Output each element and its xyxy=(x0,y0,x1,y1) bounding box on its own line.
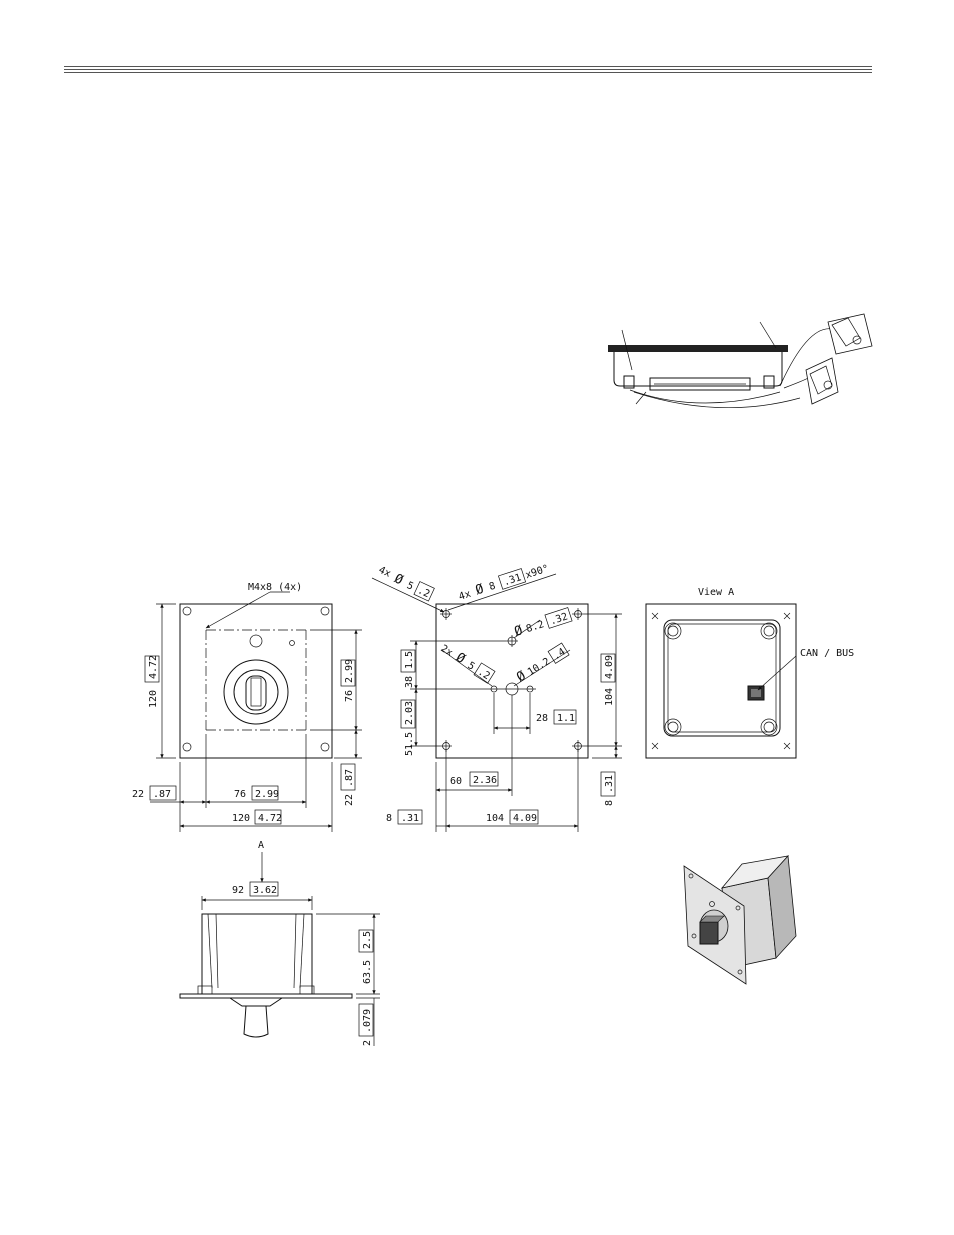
dim-front-width-in: 4.72 xyxy=(258,813,282,824)
dim-60-mm: 60 xyxy=(450,776,462,787)
dim-104-h-mm: 104 xyxy=(486,813,504,824)
dim-60-in: 2.36 xyxy=(473,775,497,786)
hole-4x-d8-count: 4x xyxy=(458,589,473,603)
dim-bottom-offset-in: .87 xyxy=(344,769,355,787)
dim-left-offset-mm: 22 xyxy=(132,789,144,800)
dim-side-63-5-mm: 63.5 xyxy=(362,960,373,984)
dim-side-2-in: .079 xyxy=(362,1009,373,1033)
dim-inner-height-in: 2.99 xyxy=(344,659,355,683)
hole-2x-d5-count: 2x xyxy=(438,643,454,659)
dim-104-h-in: 4.09 xyxy=(513,813,537,824)
mounting-view-dimensions: 4x Ø 5 .2 4x Ø 8 .31 x90° Ø 8.2 .32 2x Ø… xyxy=(372,560,622,832)
dim-51-5-in: 2.03 xyxy=(404,701,415,725)
assembly-illustration xyxy=(608,314,872,408)
dim-side-92-in: 3.62 xyxy=(253,885,277,896)
hole-4x-d8-mm: 8 xyxy=(488,581,497,593)
rear-view-a: View A CAN / BUS xyxy=(646,587,854,758)
dim-38-in: 1.5 xyxy=(404,651,415,669)
front-view: M4x8 (4x) xyxy=(180,582,332,758)
view-arrow-a-label: A xyxy=(258,840,264,851)
dim-front-height-in: 4.72 xyxy=(148,655,159,679)
front-view-dimensions: 120 4.72 76 2.99 22 .87 22 .87 76 2 xyxy=(132,604,362,832)
hole-4x-d8-csk: x90° xyxy=(524,563,550,581)
hole-d8-2-mm: 8.2 xyxy=(525,619,546,635)
dim-104-v-mm: 104 xyxy=(604,688,615,706)
dim-38-mm: 38 xyxy=(404,676,415,688)
dim-28-in: 1.1 xyxy=(557,713,575,724)
dim-8-right-in: .31 xyxy=(604,775,615,793)
can-bus-label: CAN / BUS xyxy=(800,648,854,659)
dim-inner-width-in: 2.99 xyxy=(255,789,279,800)
hole-2x-d5-mm: 5 xyxy=(466,660,477,673)
hole-4x-d5-mm: 5 xyxy=(405,580,415,593)
hole-d10-2-mm: 10.2 xyxy=(526,656,552,678)
side-view: A 92 3.62 63.5 2.5 2 .079 xyxy=(180,840,380,1046)
dim-51-5-mm: 51.5 xyxy=(404,732,415,756)
dim-inner-height-mm: 76 xyxy=(344,690,355,702)
dim-bottom-offset-mm: 22 xyxy=(344,794,355,806)
dim-8-right-mm: 8 xyxy=(604,800,615,806)
hole-d8-2-in: .32 xyxy=(549,611,570,627)
hole-4x-d5-in: .2 xyxy=(416,585,432,600)
dim-front-width-mm: 120 xyxy=(232,813,250,824)
thread-callout: M4x8 (4x) xyxy=(248,582,302,593)
dim-8-left-mm: 8 xyxy=(386,813,392,824)
hole-4x-d5-phi: Ø xyxy=(392,571,406,588)
dim-side-2-mm: 2 xyxy=(362,1040,373,1046)
view-a-label: View A xyxy=(698,587,734,598)
isometric-encoder-illustration xyxy=(684,856,796,984)
dim-left-offset-in: .87 xyxy=(153,789,171,800)
dim-104-v-in: 4.09 xyxy=(604,655,615,679)
hole-4x-d8-phi: Ø xyxy=(474,582,486,599)
hole-2x-d5-phi: Ø xyxy=(453,650,468,667)
dim-8-left-in: .31 xyxy=(401,813,419,824)
hole-4x-d5-count: 4x xyxy=(377,565,393,580)
dim-side-92-mm: 92 xyxy=(232,885,244,896)
dim-front-height-mm: 120 xyxy=(148,690,159,708)
dim-side-63-5-in: 2.5 xyxy=(362,931,373,949)
dim-inner-width-mm: 76 xyxy=(234,789,246,800)
dim-28-mm: 28 xyxy=(536,713,548,724)
